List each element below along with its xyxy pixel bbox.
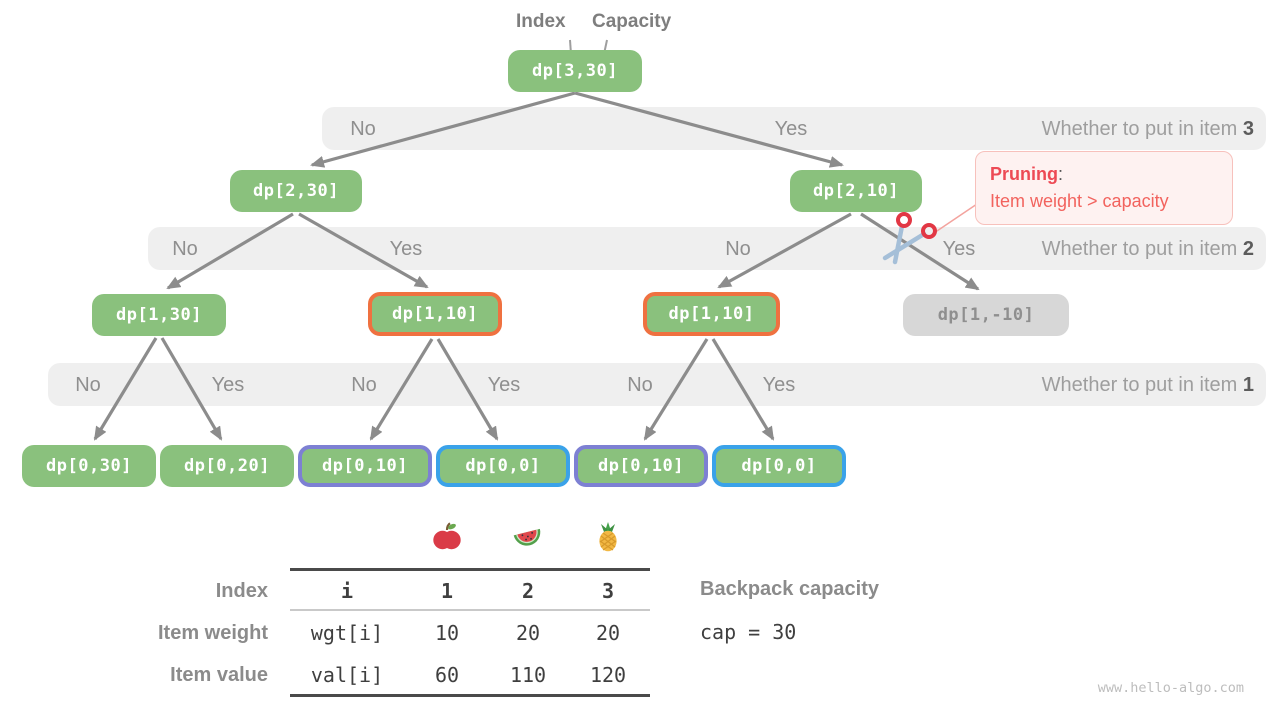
pruning-body: Item weight > capacity <box>990 191 1169 211</box>
backpack-capacity-value: cap = 30 <box>700 620 797 644</box>
table-wgt-1: 10 <box>434 621 460 645</box>
node-dp-1-neg10: dp[1,-10] <box>903 294 1069 336</box>
band1-question: Whether to put in item 3 <box>1041 118 1254 140</box>
node-dp-0-30: dp[0,30] <box>22 445 156 487</box>
row-label-value: Item value <box>170 664 268 686</box>
band3-no-label-2: No <box>351 374 377 396</box>
table-mid-rule <box>290 609 650 611</box>
node-dp-0-10-a: dp[0,10] <box>298 445 432 487</box>
watermark: www.hello-algo.com <box>1097 680 1244 696</box>
node-dp-1-10-b: dp[1,10] <box>643 292 780 336</box>
backpack-capacity-label: Backpack capacity <box>700 578 880 600</box>
band2-question: Whether to put in item 2 <box>1041 238 1254 260</box>
row-label-index: Index <box>215 580 268 602</box>
band3-yes-label-1: Yes <box>211 374 245 396</box>
node-dp-2-10: dp[2,10] <box>790 170 922 212</box>
node-dp-0-0-b: dp[0,0] <box>712 445 846 487</box>
node-dp-0-0-a: dp[0,0] <box>436 445 570 487</box>
table-header-i: i <box>340 579 354 603</box>
node-dp-1-30: dp[1,30] <box>92 294 226 336</box>
table-bottom-rule <box>290 694 650 697</box>
band3-yes-label-3: Yes <box>762 374 796 396</box>
table-wgt-3: 20 <box>595 621 621 645</box>
table-header-1: 1 <box>440 579 454 603</box>
node-dp-0-20: dp[0,20] <box>160 445 294 487</box>
band2-no-label-1: No <box>172 238 198 260</box>
band2-yes-label-2: Yes <box>942 238 976 260</box>
row-label-weight: Item weight <box>157 622 268 644</box>
node-dp-2-30: dp[2,30] <box>230 170 362 212</box>
watermelon-icon <box>513 528 541 546</box>
node-dp-3-30: dp[3,30] <box>508 50 642 92</box>
node-dp-0-10-b: dp[0,10] <box>574 445 708 487</box>
pruning-callout: Pruning: Item weight > capacity <box>975 151 1233 225</box>
band1-yes-label: Yes <box>774 118 808 140</box>
band2-no-label-2: No <box>725 238 751 260</box>
decision-band-item-1 <box>48 363 1266 406</box>
decision-band-item-3 <box>322 107 1266 150</box>
apple-icon <box>433 522 461 550</box>
band2-yes-label-1: Yes <box>389 238 423 260</box>
pruning-title: Pruning <box>990 164 1058 184</box>
capacity-label: Capacity <box>592 11 672 32</box>
table-wgt-2: 20 <box>515 621 541 645</box>
band1-no-label: No <box>350 118 376 140</box>
band3-question: Whether to put in item 1 <box>1041 374 1254 396</box>
node-dp-1-10-a: dp[1,10] <box>368 292 502 336</box>
band3-yes-label-2: Yes <box>487 374 521 396</box>
table-val-1: 60 <box>434 663 460 687</box>
table-wgt-name: wgt[i] <box>310 621 384 645</box>
band3-no-label-1: No <box>75 374 101 396</box>
table-val-name: val[i] <box>310 663 384 687</box>
table-val-2: 110 <box>509 663 547 687</box>
table-header-2: 2 <box>521 579 535 603</box>
pineapple-icon <box>599 522 617 552</box>
index-label: Index <box>516 11 566 32</box>
table-header-3: 3 <box>601 579 615 603</box>
pruning-connector-line <box>933 203 978 234</box>
table-top-rule <box>290 568 650 571</box>
band3-no-label-3: No <box>627 374 653 396</box>
table-val-3: 120 <box>589 663 627 687</box>
scissors-icon <box>882 212 937 265</box>
